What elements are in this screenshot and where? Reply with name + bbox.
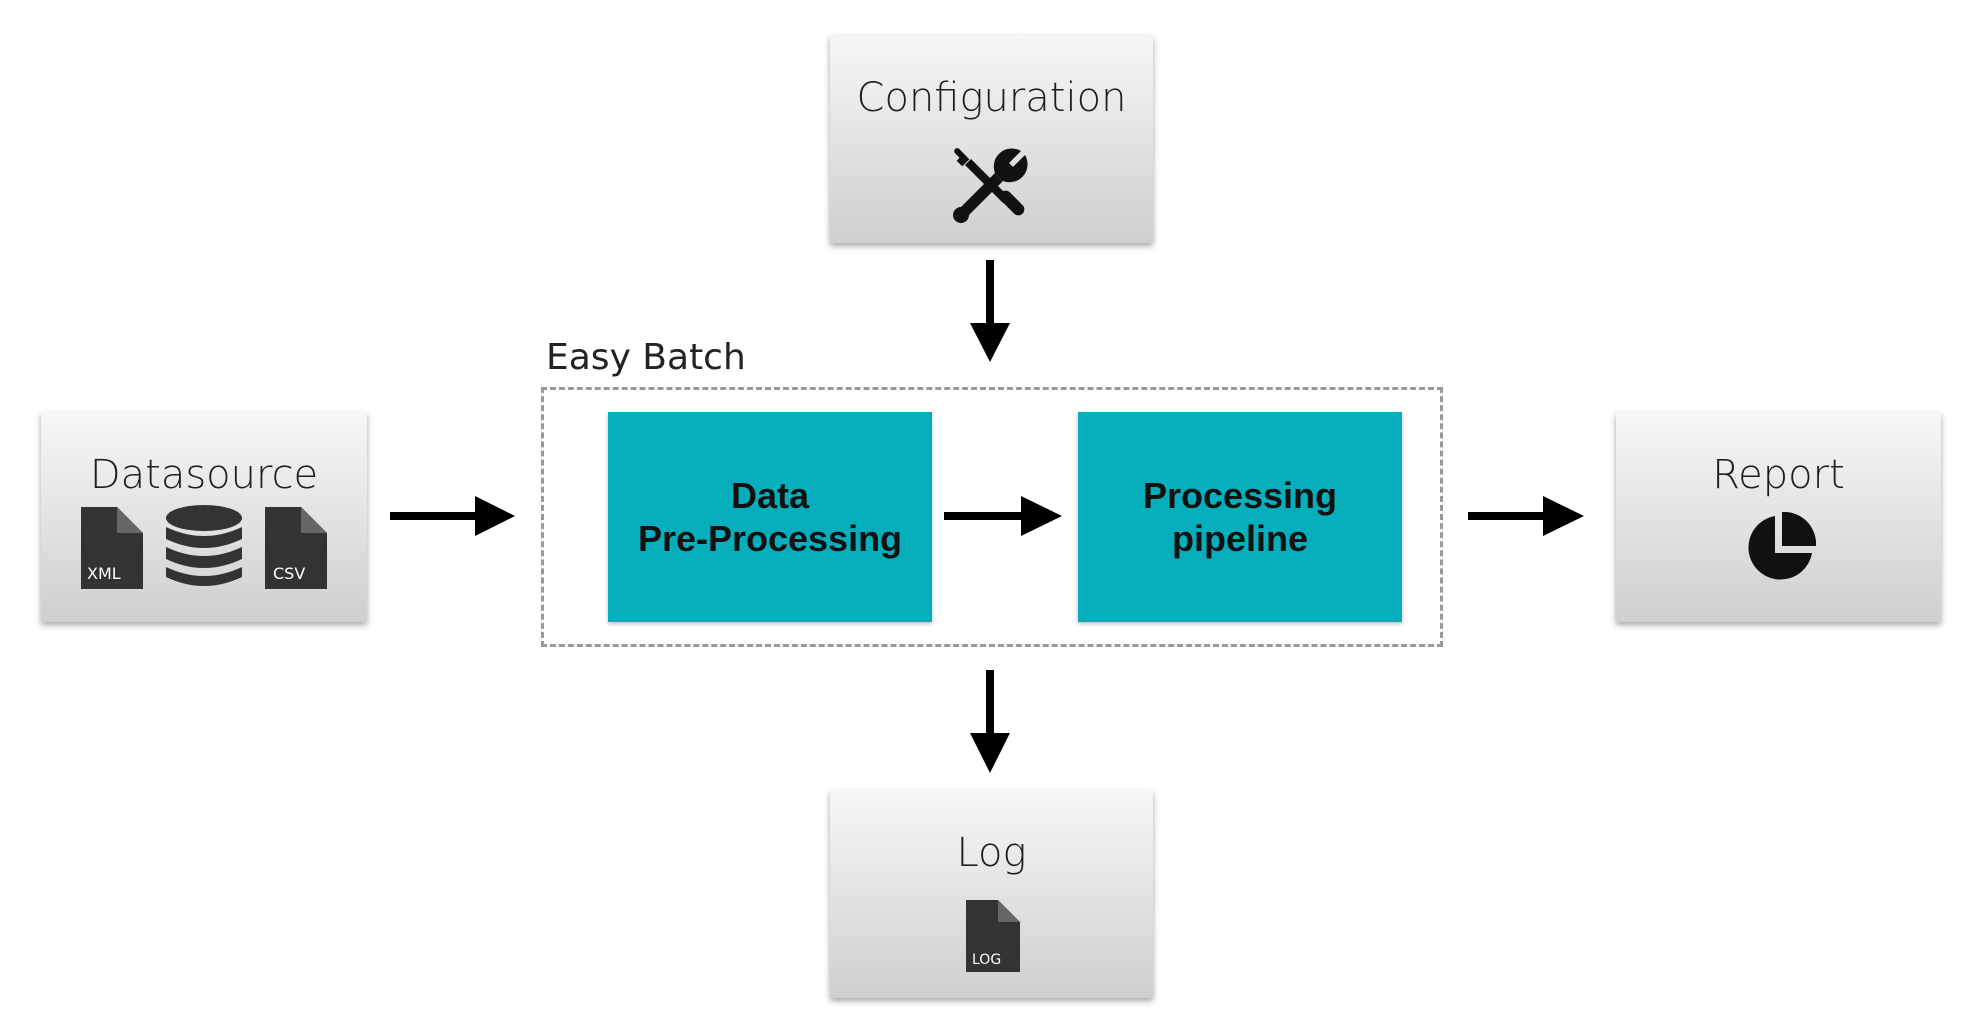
tools-icon: [953, 148, 1028, 223]
log-title: Log: [956, 830, 1027, 876]
report-node: Report: [1616, 412, 1941, 622]
configuration-title: Configuration: [856, 75, 1127, 121]
preprocessing-line2: Pre-Processing: [637, 518, 903, 559]
csv-file-label: CSV: [273, 564, 305, 583]
arrow-pipeline-to-report: [1468, 496, 1584, 536]
easy-batch-group: [541, 387, 1443, 647]
arrow-config-to-batch: [970, 260, 1010, 362]
pipeline-node: Processing pipeline: [1078, 412, 1402, 622]
pipeline-line2: pipeline: [1171, 518, 1309, 559]
database-icon: [166, 505, 242, 586]
report-title: Report: [1712, 452, 1845, 498]
log-file-icon: LOG: [966, 900, 1020, 972]
arrow-preprocessing-to-pipeline: [944, 496, 1062, 536]
preprocessing-line1: Data: [730, 475, 810, 516]
pipeline-line1: Processing: [1142, 475, 1338, 516]
xml-file-icon: XML: [81, 507, 143, 589]
arrow-datasource-to-preprocessing: [390, 496, 515, 536]
datasource-node: Datasource XML CSV: [41, 412, 367, 622]
pie-chart-icon: [1748, 512, 1816, 580]
easy-batch-label: Easy Batch: [546, 337, 746, 378]
configuration-node: Configuration: [830, 35, 1153, 243]
log-node: Log LOG: [830, 790, 1153, 998]
arrow-batch-to-log: [970, 670, 1010, 773]
csv-file-icon: CSV: [265, 507, 327, 589]
preprocessing-node: Data Pre-Processing: [608, 412, 932, 622]
log-file-label: LOG: [972, 952, 1001, 968]
datasource-title: Datasource: [89, 452, 319, 498]
xml-file-label: XML: [87, 564, 121, 583]
